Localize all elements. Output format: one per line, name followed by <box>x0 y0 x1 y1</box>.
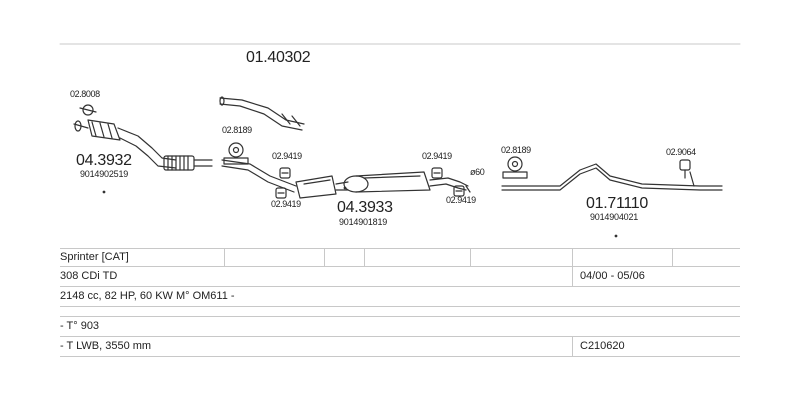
table-divider <box>572 336 573 356</box>
part-code: 02.9419 <box>272 151 302 161</box>
table-divider <box>672 248 673 266</box>
clamp-icon <box>275 187 287 199</box>
clamp-icon <box>79 104 97 116</box>
tail-pipe-icon <box>501 163 723 238</box>
table-divider <box>224 248 225 266</box>
table-divider <box>60 248 740 249</box>
exhaust-diagram: 01.40302 02.8008 04.3932 9014902519 02.8… <box>59 43 741 238</box>
catalytic-converter-icon <box>73 119 213 194</box>
part-code: 02.9064 <box>666 147 696 157</box>
table-divider <box>324 248 325 266</box>
assembly-code: 01.40302 <box>246 49 311 66</box>
part-code: 02.8189 <box>501 145 531 155</box>
part-code: 01.71110 <box>586 195 648 212</box>
table-divider <box>470 248 471 266</box>
table-divider <box>60 266 740 267</box>
part-code: 02.9419 <box>271 199 301 209</box>
rubber-mount-icon <box>502 156 528 179</box>
exhaust-drawing <box>59 43 741 238</box>
wheelbase-spec: - T LWB, 3550 mm <box>60 340 152 352</box>
part-code: 04.3933 <box>337 199 393 216</box>
part-code: 04.3932 <box>76 152 132 169</box>
clamp-icon <box>453 185 465 197</box>
table-divider <box>364 248 365 266</box>
table-divider <box>60 306 740 307</box>
clamp-icon <box>431 167 443 179</box>
hanger-icon <box>679 159 691 179</box>
engine-spec: 2148 cc, 82 HP, 60 KW M° OM611 - <box>60 290 235 302</box>
oem-number: 9014901819 <box>339 217 388 227</box>
part-code: 02.9419 <box>422 151 452 161</box>
catalog-code: C210620 <box>580 340 625 352</box>
pipe-diameter: ø60 <box>470 167 485 177</box>
centre-silencer-icon <box>221 159 471 199</box>
table-divider <box>60 316 740 317</box>
type-number: - T° 903 <box>60 320 100 332</box>
clamp-icon <box>279 167 291 179</box>
oem-number: 9014902519 <box>80 169 129 179</box>
vehicle-model: Sprinter [CAT] <box>60 251 129 263</box>
production-years: 04/00 - 05/06 <box>580 270 645 282</box>
table-divider <box>60 336 740 337</box>
intermediate-pipe-icon <box>219 96 305 131</box>
part-code: 02.9419 <box>446 195 476 205</box>
oem-number: 9014904021 <box>590 212 639 222</box>
table-divider <box>572 248 573 286</box>
vehicle-variant: 308 CDi TD <box>60 270 118 282</box>
part-code: 02.8189 <box>222 125 252 135</box>
table-divider <box>60 286 740 287</box>
part-code: 02.8008 <box>70 89 100 99</box>
table-divider <box>60 356 740 357</box>
